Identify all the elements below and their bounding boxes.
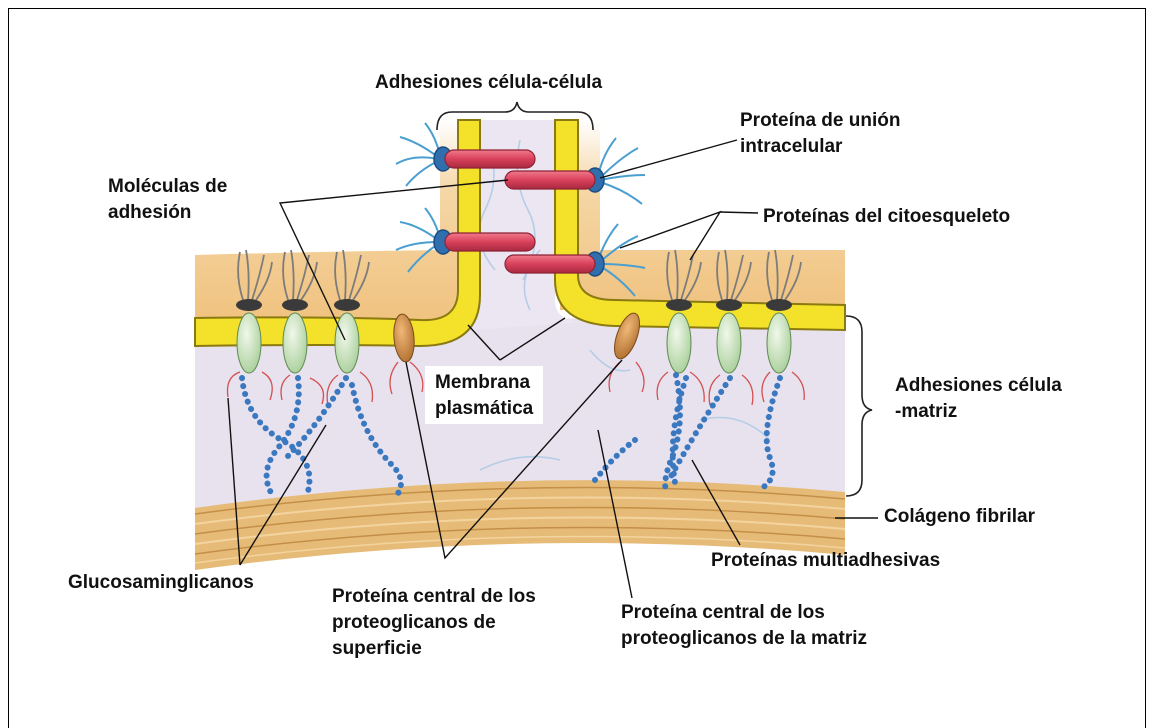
cadherin-rod [505, 255, 595, 273]
label-surface-proteoglycan-core: Proteína central de los proteoglicanos d… [332, 584, 536, 662]
label-plasma-membrane: Membrana plasmática [425, 366, 543, 424]
label-cytoskeleton-proteins: Proteínas del citoesqueleto [763, 204, 1010, 230]
label-multiadhesive-proteins: Proteínas multiadhesivas [711, 548, 940, 574]
cadherin-rod [505, 171, 595, 189]
label-fibrillar-collagen: Colágeno fibrilar [884, 504, 1035, 530]
label-cell-matrix-adhesions: Adhesiones célula -matriz [895, 373, 1062, 425]
cell-matrix-bracket [846, 316, 872, 496]
cadherin-rod [445, 233, 535, 251]
cadherin-rod [445, 150, 535, 168]
label-matrix-proteoglycan-core: Proteína central de los proteoglicanos d… [621, 600, 867, 652]
label-intracellular-junction-protein: Proteína de unión intracelular [740, 108, 900, 160]
label-cell-cell-adhesions: Adhesiones célula-célula [375, 70, 602, 96]
label-adhesion-molecules: Moléculas de adhesión [108, 174, 227, 226]
label-glycosaminoglycans: Glucosaminglicanos [68, 570, 254, 596]
